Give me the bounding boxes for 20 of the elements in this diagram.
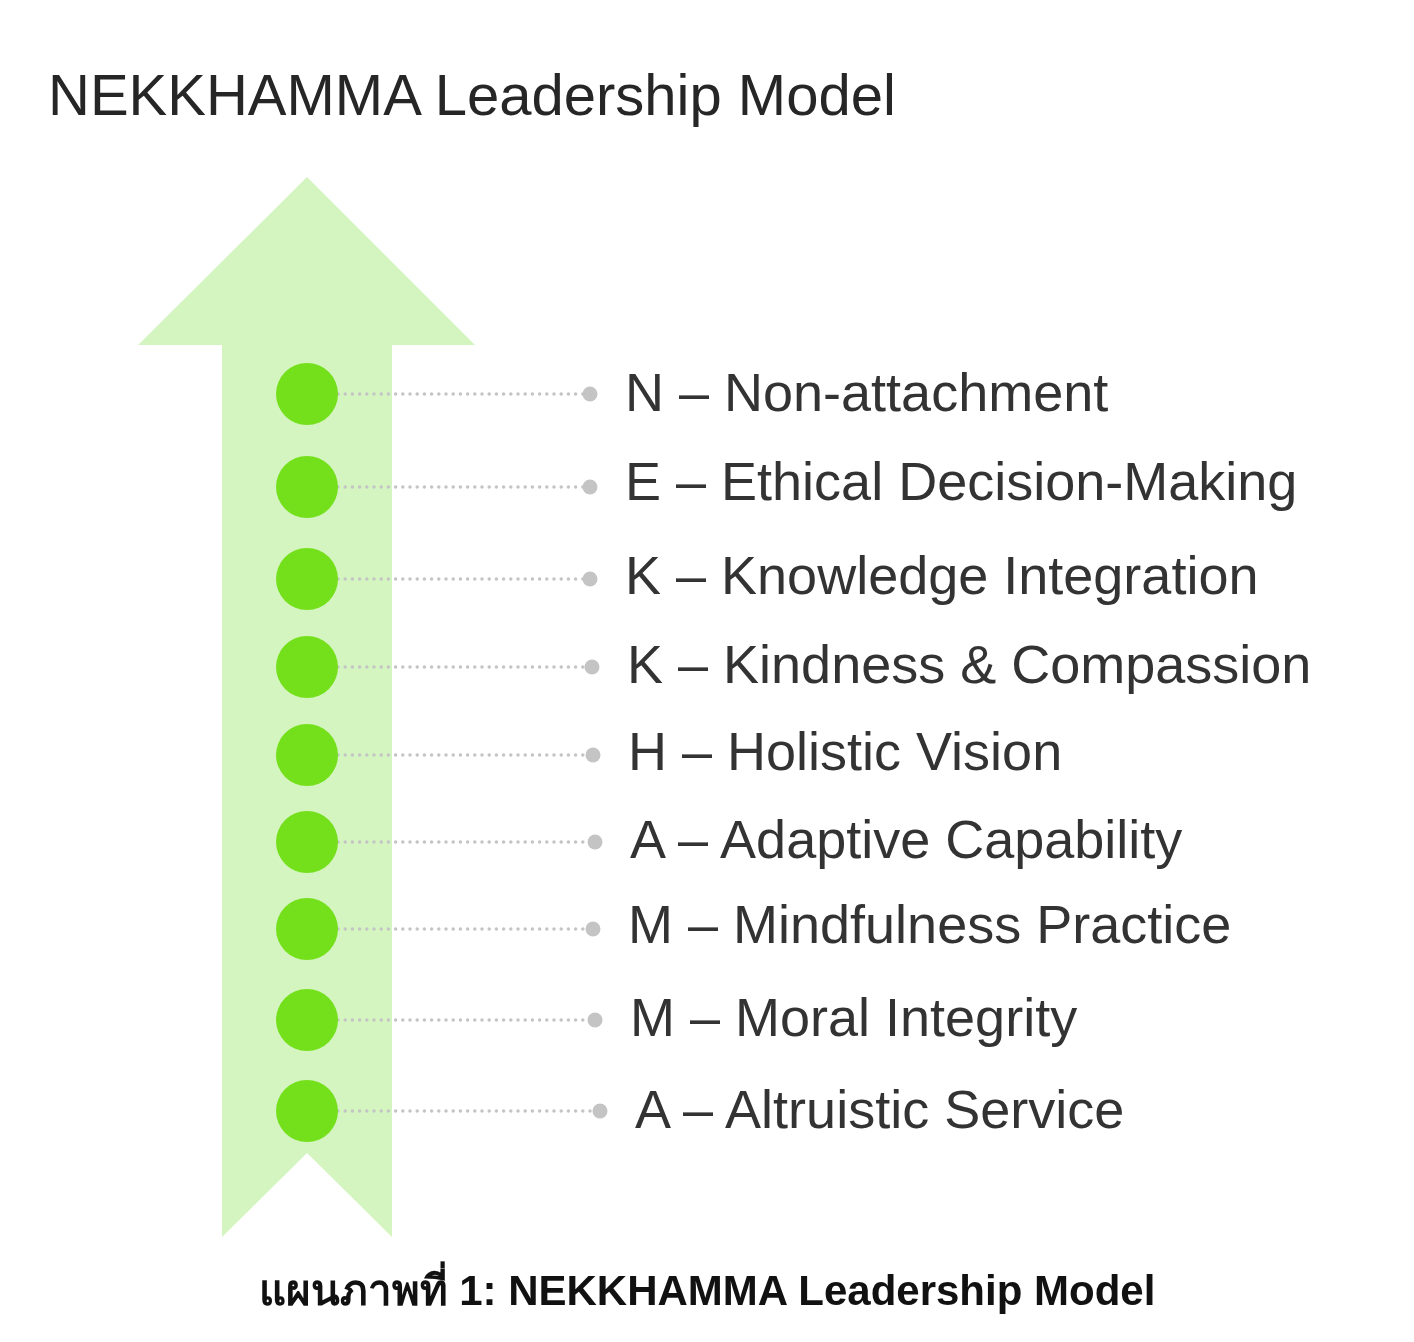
item-label: K – Knowledge Integration: [625, 542, 1259, 608]
item-label: E – Ethical Decision-Making: [625, 448, 1298, 514]
dotted-leader-line: [336, 571, 599, 587]
item-label: A – Altruistic Service: [635, 1076, 1125, 1142]
dotted-leader-line: [336, 1012, 604, 1028]
item-label: N – Non-attachment: [625, 359, 1109, 425]
item-label: H – Holistic Vision: [628, 718, 1063, 784]
dotted-leader-line: [336, 834, 604, 850]
item-label: M – Mindfulness Practice: [628, 891, 1232, 957]
item-label: A – Adaptive Capability: [630, 806, 1183, 872]
caption: แผนภาพที่ 1: NEKKHAMMA Leadership Model: [255, 1250, 1159, 1332]
dotted-leader-line: [336, 1103, 609, 1119]
dotted-leader-line: [336, 479, 599, 495]
dotted-leader-line: [336, 659, 601, 675]
dotted-leader-line: [336, 386, 599, 402]
title: NEKKHAMMA Leadership Model: [48, 61, 896, 129]
item-label: M – Moral Integrity: [630, 984, 1078, 1050]
dotted-leader-line: [336, 747, 602, 763]
dotted-leader-line: [336, 921, 602, 937]
item-label: K – Kindness & Compassion: [627, 631, 1312, 697]
